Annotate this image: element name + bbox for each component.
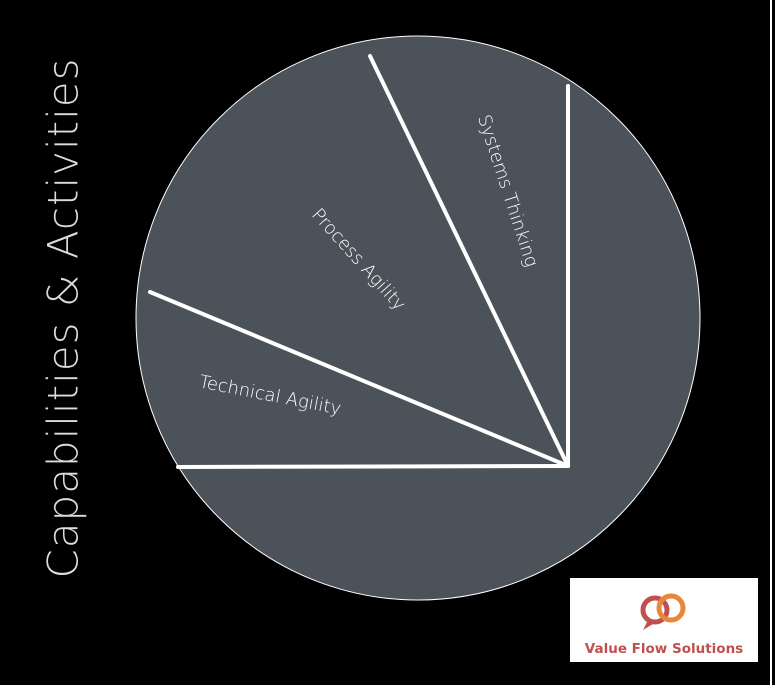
logo-text: Value Flow Solutions	[584, 641, 744, 657]
interlocking-rings-icon	[640, 593, 686, 630]
right-border-line	[770, 0, 772, 685]
divider-line-lower	[176, 464, 570, 469]
circle-disc	[135, 35, 701, 601]
company-logo: Value Flow Solutions	[570, 578, 758, 662]
divider-line-middle	[148, 290, 570, 468]
divider-line-upper	[368, 54, 570, 468]
